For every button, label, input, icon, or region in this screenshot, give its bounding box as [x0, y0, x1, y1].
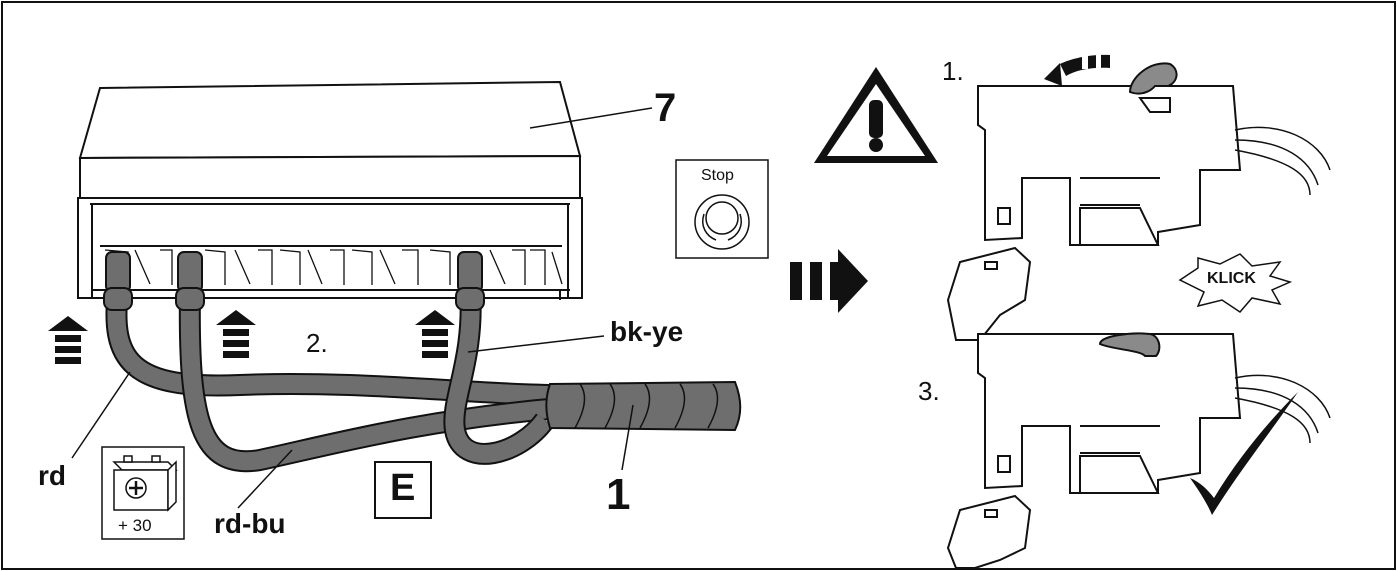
click-sound-label: KLICK — [1207, 270, 1256, 287]
component-number-7: 7 — [654, 86, 677, 130]
check-mark-icon — [1190, 392, 1298, 515]
wire-label-rd: rd — [38, 460, 66, 491]
variant-badge: E — [390, 467, 416, 509]
wire-label-bk-ye: bk-ye — [610, 316, 684, 347]
step-2-label: 2. — [306, 328, 328, 358]
up-arrow-icon — [216, 310, 256, 358]
connector-detail-step-1 — [946, 62, 1331, 341]
warning-triangle-icon — [814, 67, 938, 163]
step-3-label: 3. — [918, 376, 940, 406]
up-arrow-icon — [48, 316, 88, 364]
wire-bundle — [105, 288, 561, 473]
step-1-label: 1. — [942, 56, 964, 86]
up-arrow-icon — [415, 310, 455, 358]
variant-badge-box — [374, 461, 432, 519]
battery-icon — [101, 446, 185, 540]
stop-dial-icon — [675, 159, 769, 259]
harness-number-1: 1 — [606, 470, 631, 519]
leader-lines — [71, 335, 634, 509]
stop-label: Stop — [701, 167, 734, 184]
battery-terminal-label: + 30 — [118, 516, 152, 535]
connector-detail-step-3 — [946, 332, 1331, 569]
wire-label-rd-bu: rd-bu — [214, 508, 286, 539]
triple-right-arrow-icon — [790, 249, 868, 313]
click-burst-icon — [1178, 253, 1293, 313]
harness-sleeve-1 — [545, 380, 742, 432]
control-unit-7 — [77, 80, 583, 300]
wire-plugs — [103, 251, 485, 311]
leader-line-7 — [529, 107, 653, 129]
rotate-arrow-icon — [1044, 54, 1110, 86]
